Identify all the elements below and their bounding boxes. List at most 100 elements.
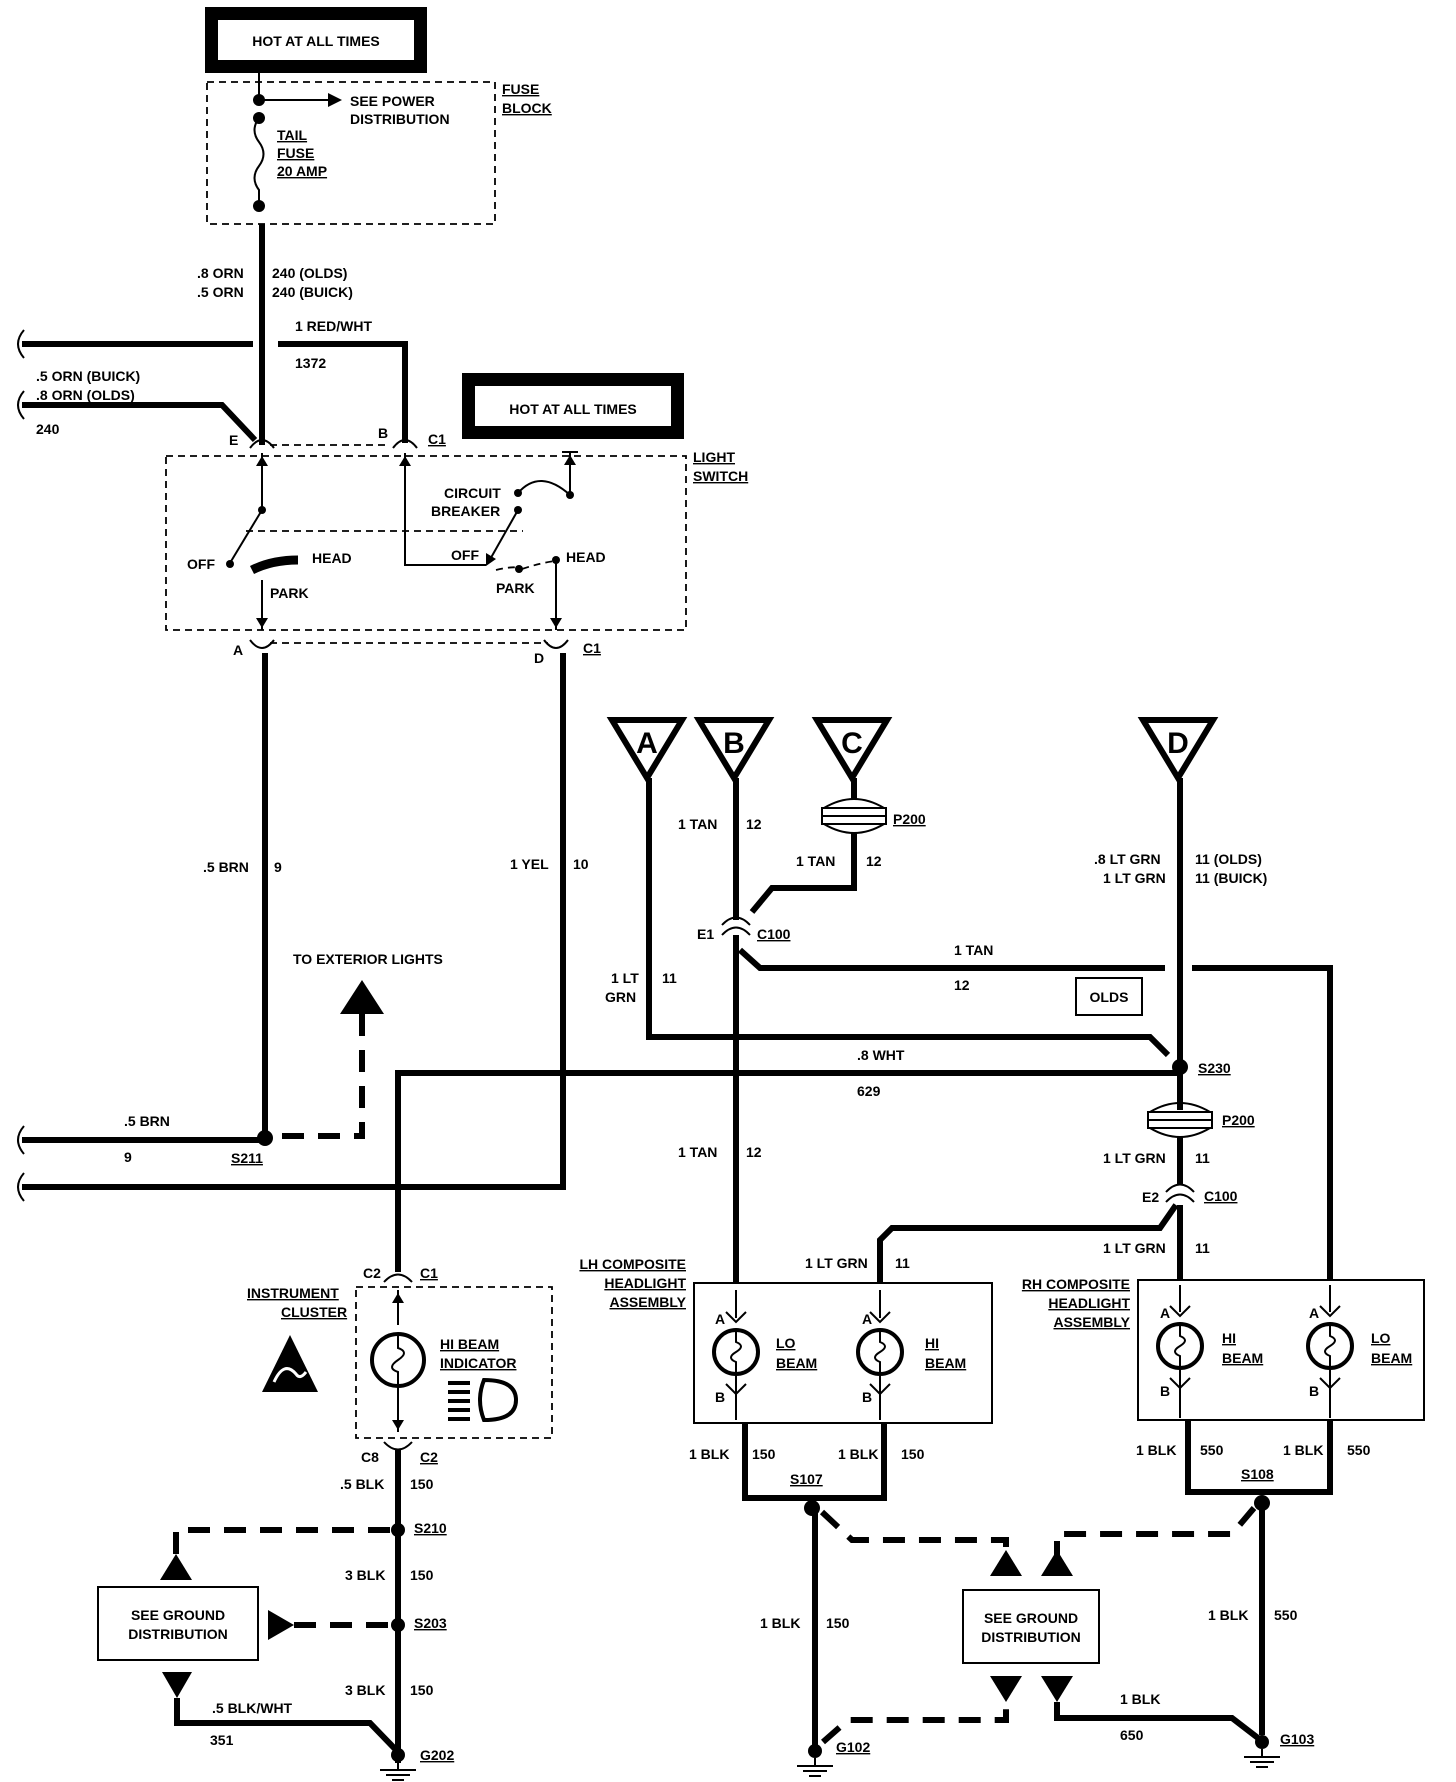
lh-lo-label-2: BEAM	[776, 1355, 817, 1371]
rh-lo-label-2: BEAM	[1371, 1350, 1412, 1366]
s210-label: S210	[414, 1520, 447, 1536]
wire-s108-ground-dashed	[1054, 1506, 1257, 1562]
sw-right-dash	[495, 566, 521, 571]
ltgrn-a-size-1: 1 LT	[611, 970, 639, 986]
lh-hi-pin-a: A	[862, 1311, 872, 1327]
wire-10-yel	[22, 653, 566, 1190]
fuse-top-splice	[253, 94, 265, 106]
s210-ground-arrow	[160, 1554, 192, 1580]
e1-label: E1	[697, 926, 714, 942]
e2-label: E2	[1142, 1189, 1159, 1205]
off-page-mark-brn	[17, 1125, 25, 1155]
splice-s203	[391, 1618, 405, 1632]
off-page-mark-yel	[17, 1172, 25, 1202]
s203-ground-arrow	[268, 1610, 294, 1640]
cluster-label-1: INSTRUMENT	[247, 1285, 339, 1301]
park-left: PARK	[270, 585, 309, 601]
fuse-bottom-terminal	[253, 200, 265, 212]
s108-label: S108	[1241, 1466, 1274, 1482]
pin-a: A	[233, 642, 243, 658]
connector-a-triangle: A	[606, 717, 688, 784]
ltgrn-d-olds: .8 LT GRN	[1094, 851, 1161, 867]
wire-650-blk	[1054, 1702, 1260, 1741]
indicator-arrow-top	[392, 1293, 404, 1303]
rh-blk2-circuit: 550	[1347, 1442, 1371, 1458]
brn-size: .5 BRN	[203, 859, 249, 875]
e1-chevron-top	[721, 916, 751, 926]
lh-hi-beam-lamp	[856, 1290, 904, 1420]
indicator-filament	[391, 1334, 405, 1386]
pin-a-chevron	[249, 639, 275, 649]
wire-629-wht	[395, 1070, 1180, 1272]
c100-top-label: C100	[757, 926, 791, 942]
orn-olds-circuit: 240 (OLDS)	[272, 265, 347, 281]
lh-hi-label-1: HI	[925, 1335, 939, 1351]
wire-12-tan-c	[749, 832, 857, 914]
e2-chevron-bottom	[1165, 1193, 1195, 1203]
blk-wht-circuit: 351	[210, 1732, 234, 1748]
tan-c-circuit: 12	[866, 853, 882, 869]
wire-550-rh-hi	[1185, 1420, 1262, 1495]
see-ground-left-1: SEE GROUND	[131, 1607, 225, 1623]
e1-chevron-bottom	[721, 926, 751, 936]
fuse-label-2: FUSE	[277, 145, 314, 161]
s108-ground-arrow	[1041, 1550, 1073, 1576]
sw-left-arrow	[256, 456, 268, 466]
rh-lo-pin-b: B	[1309, 1383, 1319, 1399]
lh-down-size: 1 BLK	[760, 1615, 800, 1631]
wire-150-lh-hi	[812, 1423, 887, 1501]
ltgrn-d-buick-circuit: 11 (BUICK)	[1195, 870, 1267, 886]
lh-blk2-circuit: 150	[901, 1446, 925, 1462]
hi-beam-symbol-icon	[448, 1377, 519, 1423]
wire-150-lh-lo	[742, 1423, 812, 1501]
connector-a-letter: A	[636, 727, 658, 760]
ground-g102-icon	[797, 1758, 833, 1777]
s107-label: S107	[790, 1471, 823, 1487]
cb-bimetal	[517, 480, 571, 496]
cb-contact-1	[514, 489, 522, 497]
rh-hi-beam-lamp	[1156, 1285, 1204, 1418]
wire-g102-ground-dashed	[821, 1700, 1009, 1745]
sw-right-blade	[487, 509, 519, 564]
ground-g202-dot	[391, 1748, 405, 1762]
wire-11-ltgrn-a	[646, 778, 1171, 1058]
splice-s211	[257, 1130, 273, 1146]
g103-ground-arrow	[1041, 1676, 1073, 1702]
orn-buick-circuit: 240 (BUICK)	[272, 284, 353, 300]
see-ground-left-2: DISTRIBUTION	[128, 1626, 228, 1642]
ltgrn-p200-circuit: 11	[1195, 1150, 1210, 1166]
yel-size: 1 YEL	[510, 856, 549, 872]
see-ground-box-right	[962, 1589, 1100, 1664]
fuse-label-3: 20 AMP	[277, 163, 327, 179]
cb-label-1: CIRCUIT	[444, 485, 501, 501]
sw-left-off-contact	[226, 560, 234, 568]
tan-olds-size: 1 TAN	[954, 942, 993, 958]
pin-e: E	[229, 432, 238, 448]
off-page-mark-2	[17, 390, 25, 420]
lh-down-circuit: 150	[826, 1615, 850, 1631]
indicator-label-2: INDICATOR	[440, 1355, 516, 1371]
tan-olds-circuit: 12	[954, 977, 970, 993]
blk-cluster-size: .5 BLK	[340, 1476, 384, 1492]
rh-label-1: RH COMPOSITE	[1022, 1276, 1130, 1292]
left-olds-label: .8 ORN (OLDS)	[36, 387, 135, 403]
g102-ground-arrow	[990, 1676, 1022, 1702]
indicator-label-1: HI BEAM	[440, 1336, 499, 1352]
rh-hi-pin-b: B	[1160, 1383, 1170, 1399]
rh-down-size: 1 BLK	[1208, 1607, 1248, 1623]
brn-left-size: .5 BRN	[124, 1113, 170, 1129]
tan-a-size: 1 TAN	[678, 816, 717, 832]
switch-hot-label: HOT AT ALL TIMES	[509, 401, 637, 417]
blk-wht-size: .5 BLK/WHT	[212, 1700, 293, 1716]
rh-blk2-size: 1 BLK	[1283, 1442, 1323, 1458]
rh-label-2: HEADLIGHT	[1048, 1295, 1130, 1311]
olds-box-label: OLDS	[1090, 989, 1129, 1005]
lh-label-1: LH COMPOSITE	[579, 1256, 686, 1272]
rh-down-circuit: 550	[1274, 1607, 1298, 1623]
g102-label: G102	[836, 1739, 870, 1755]
wire-550-rh-lo	[1262, 1420, 1333, 1495]
ltgrn-rh-size: 1 LT GRN	[1103, 1240, 1166, 1256]
cb-hot-arrow	[564, 455, 576, 465]
pin-e-chevron	[249, 439, 275, 449]
